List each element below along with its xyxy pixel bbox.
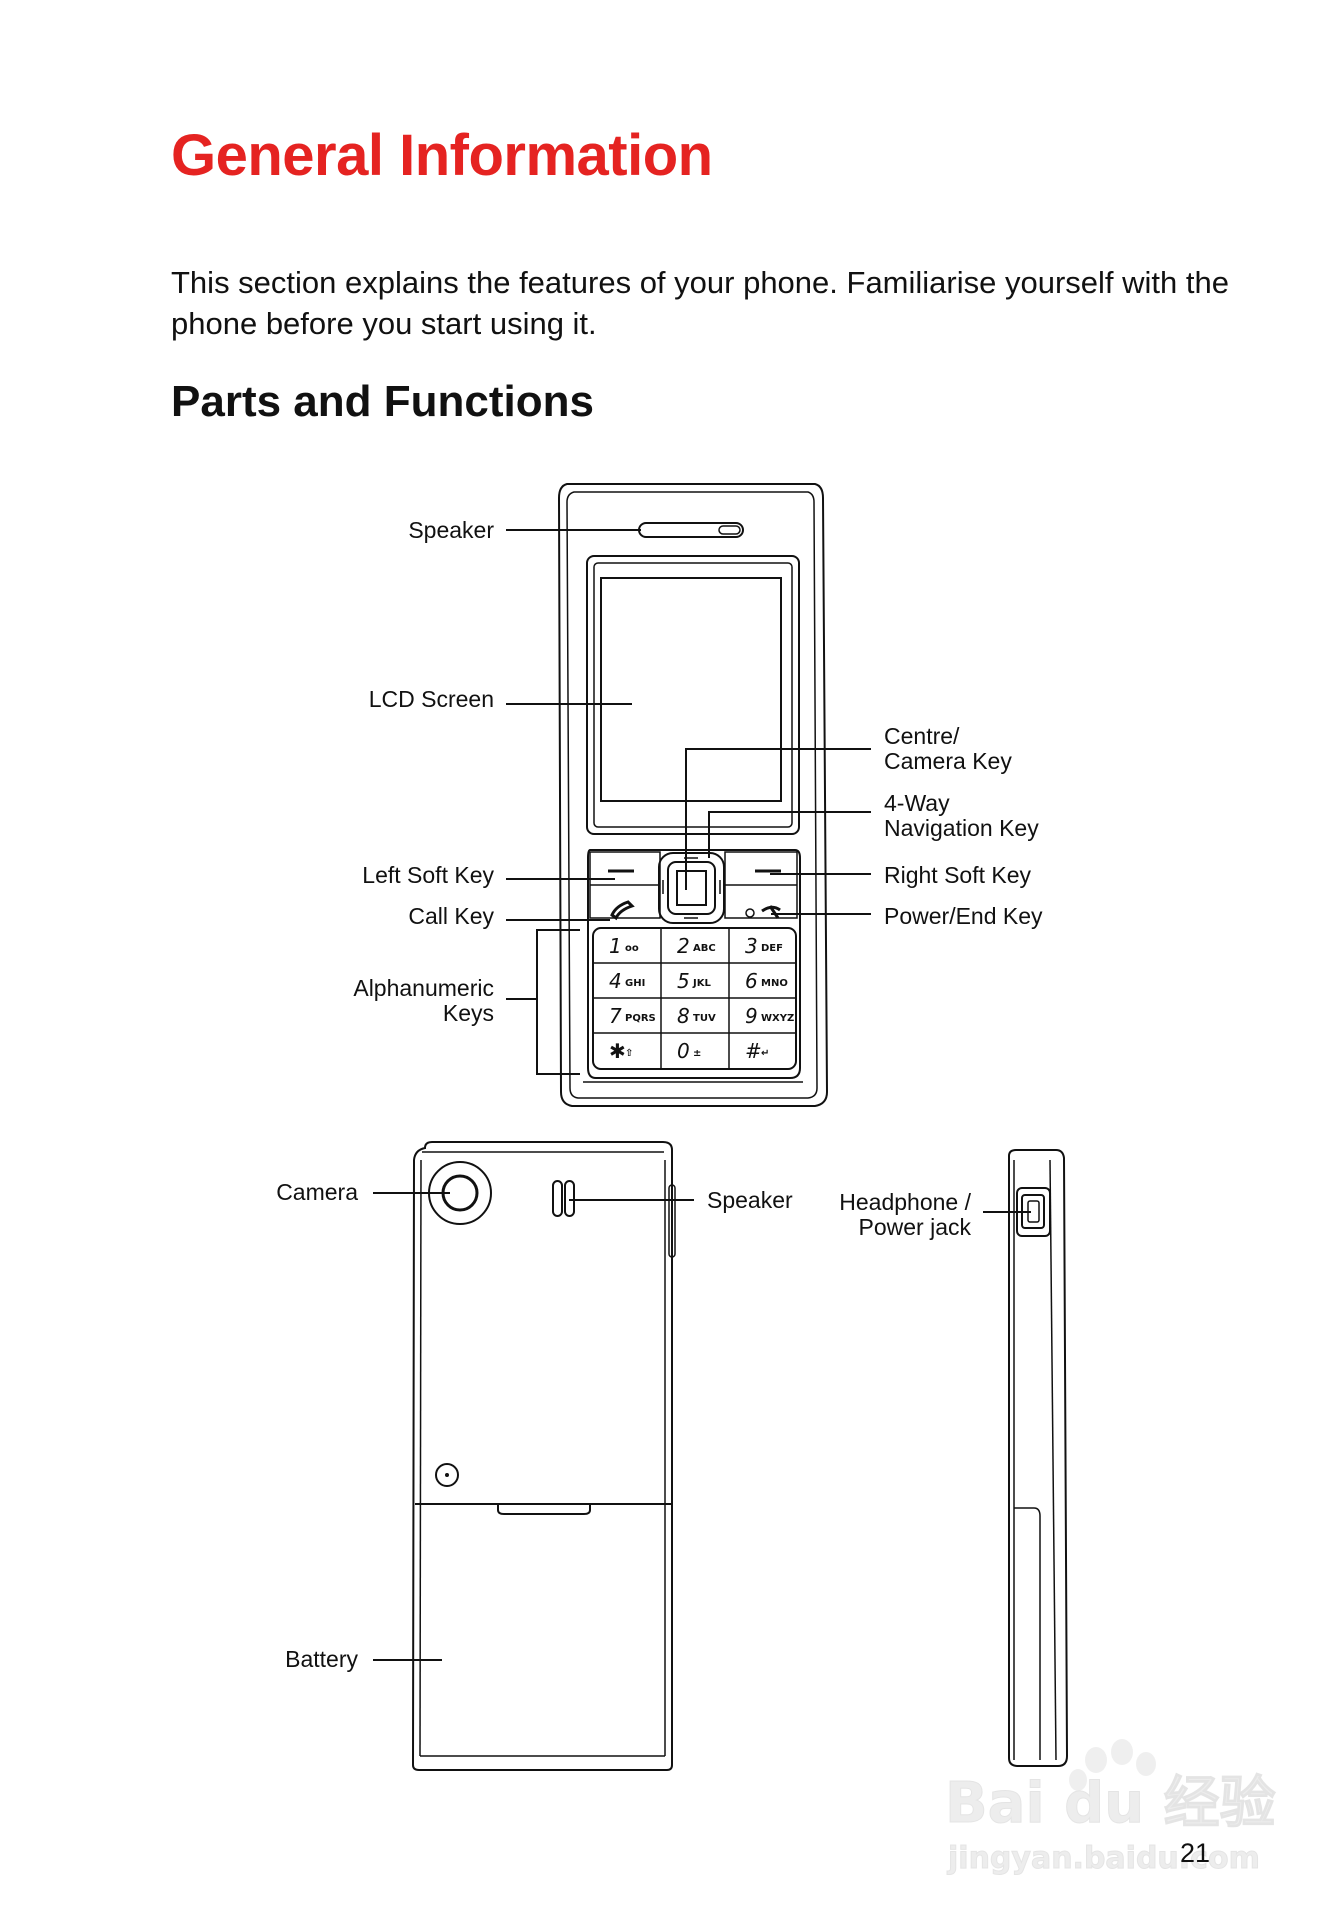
back-leader-lines	[373, 1192, 694, 1661]
lcd-screen	[600, 577, 782, 802]
navigation-key	[658, 852, 725, 924]
keypad-digit: 8	[677, 1004, 690, 1028]
keypad-letters: GHI	[625, 978, 645, 989]
centre-key	[676, 870, 707, 906]
label-back-speaker: Speaker	[707, 1187, 793, 1213]
label-right-soft-key: Right Soft Key	[884, 862, 1032, 888]
back-speaker-grille	[552, 1180, 575, 1217]
keypad-letters: WXYZ	[761, 1013, 794, 1024]
label-nav-key-2: Navigation Key	[884, 815, 1039, 841]
label-centre-key: Centre/	[884, 723, 960, 749]
keypad-digit: 9	[745, 1004, 758, 1028]
watermark-url: jingyan.baidu.com	[947, 1841, 1260, 1876]
back-labels: Camera Speaker Battery	[276, 1179, 793, 1672]
keypad-digit: 3	[745, 934, 758, 958]
label-left-soft-key: Left Soft Key	[362, 862, 494, 888]
page-number: 21	[1180, 1838, 1211, 1868]
call-key-icon	[610, 900, 635, 921]
watermark-brand: Bai du 经验	[945, 1771, 1276, 1836]
front-speaker-slot	[638, 522, 744, 538]
label-nav-key: 4-Way	[884, 790, 950, 816]
label-lcd-screen: LCD Screen	[369, 686, 494, 712]
label-call-key: Call Key	[408, 903, 494, 929]
keypad-digit: ✱	[609, 1039, 626, 1063]
keypad-digit: 2	[677, 934, 690, 958]
keypad-letters: ⇧	[625, 1048, 633, 1059]
label-alphanumeric-2: Keys	[443, 1000, 494, 1026]
keypad-digit: 0	[677, 1039, 690, 1063]
keypad-letters: PQRS	[625, 1013, 656, 1024]
label-battery: Battery	[285, 1646, 358, 1672]
baidu-watermark: Bai du 经验 jingyan.baidu.com	[945, 1739, 1276, 1877]
label-headphone-jack: Headphone /	[839, 1189, 971, 1215]
paw-logo	[1069, 1739, 1156, 1791]
keypad-letters: MNO	[761, 978, 788, 989]
flash-dot	[435, 1463, 459, 1487]
keypad-letters: ↵	[761, 1048, 769, 1059]
keypad-letters: ABC	[693, 943, 716, 954]
phone-side-view	[1008, 1149, 1069, 1767]
side-labels: Headphone / Power jack	[839, 1189, 971, 1240]
keypad-digit: 5	[677, 969, 690, 993]
keypad-digit: 4	[609, 969, 622, 993]
keypad-letters: DEF	[761, 943, 783, 954]
keypad-digit: 1	[609, 934, 622, 958]
keypad-digit: 7	[609, 1004, 622, 1028]
keypad-key-10: ✱⇧	[609, 1039, 633, 1063]
label-camera: Camera	[276, 1179, 358, 1205]
page-title: General Information	[171, 123, 713, 188]
keypad-letters: TUV	[693, 1013, 716, 1024]
front-leader-lines	[506, 529, 871, 1075]
keypad-letters: JKL	[692, 978, 711, 989]
phone-back-view	[411, 1141, 676, 1771]
label-power-end-key: Power/End Key	[884, 903, 1043, 929]
label-headphone-jack-2: Power jack	[859, 1214, 972, 1240]
keypad-letters: ±	[693, 1048, 701, 1059]
label-alphanumeric: Alphanumeric	[353, 975, 494, 1001]
section-heading: Parts and Functions	[171, 377, 594, 426]
keypad-digit: 6	[745, 969, 758, 993]
keypad-key-12: #↵	[745, 1039, 769, 1063]
end-key-icon	[745, 905, 781, 919]
keypad-digit: #	[745, 1039, 762, 1063]
keypad-key-11: 0±	[677, 1039, 701, 1063]
label-centre-key-2: Camera Key	[884, 748, 1012, 774]
front-labels: Speaker LCD Screen Centre/ Camera Key 4-…	[353, 517, 1043, 1026]
intro-paragraph: This section explains the features of yo…	[171, 265, 1229, 341]
label-front-speaker: Speaker	[408, 517, 494, 543]
keypad-letters: ᴏᴏ	[625, 943, 639, 954]
